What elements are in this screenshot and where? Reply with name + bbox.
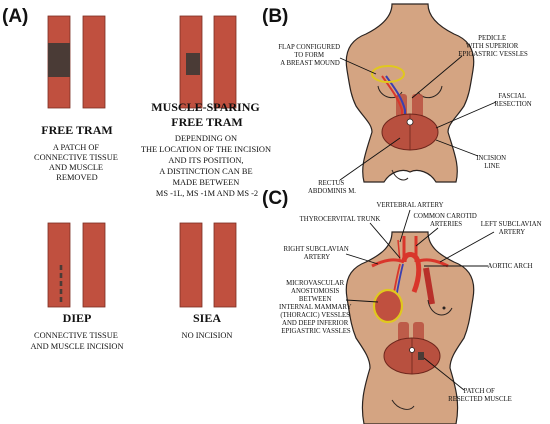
groin-line [391, 169, 409, 181]
rectus-strip-right [213, 15, 237, 109]
removed-patch [48, 43, 70, 77]
label-aortic-arch: AORTIC ARCH [487, 263, 532, 270]
leader-patch [423, 357, 465, 391]
label-patch: PATCH OF RESECTED MUSCLE [448, 388, 512, 403]
leader-vertebral [399, 209, 411, 243]
free-tram-desc: A PATCH OF CONNECTIVE TISSUE AND MUSCLE … [34, 143, 120, 182]
label-pedicle: PEDICLE WITH SUPERIOR EPIGASTRIC VESSLES [458, 35, 528, 58]
panel-c-letter: (C) [262, 188, 288, 209]
torso-silhouette [345, 3, 475, 183]
panel-b-letter: (B) [262, 6, 288, 27]
navel [406, 118, 414, 126]
leader-right-subclavian [345, 253, 379, 265]
leader-flap [339, 57, 377, 75]
leader-fascial [435, 101, 497, 129]
leader-left-subclavian [439, 231, 495, 263]
label-right-subclavian: RIGHT SUBCLAVIAN ARTERY [284, 246, 351, 261]
rectus-strip-right [213, 222, 237, 308]
ms-free-tram-title: MUSCLE-SPARING FREE TRAM [151, 100, 262, 129]
rectus-strip-right [82, 222, 106, 308]
free-tram-title: FREE TRAM [41, 123, 112, 137]
siea-title: SIEA [193, 311, 221, 325]
label-vertebral: VERTEBRAL ARTERY [376, 202, 443, 209]
torso-b [345, 3, 475, 183]
rectus-strip-left [47, 222, 71, 308]
leader-incision [435, 139, 479, 157]
label-microvascular: MICROVASCULAR ANOSTOMOSIS BETWEEN INTERN… [279, 280, 353, 335]
label-fascial: FASCIAL RESECTION [494, 93, 531, 108]
panel-a-letter: (A) [2, 6, 28, 27]
descending-aorta [423, 267, 435, 305]
leader-rectus [339, 137, 401, 181]
groin-line [391, 399, 415, 410]
leader-pedicle [411, 55, 463, 99]
label-thyro: THYROCERVITAL TRUNK [300, 216, 381, 223]
right-subclavian [371, 258, 405, 268]
diep-illustration [47, 222, 106, 308]
nipple [442, 306, 446, 310]
siea-illustration [179, 222, 237, 308]
flap-outline [371, 65, 405, 83]
breast-line-left [427, 299, 453, 316]
vertebral [397, 239, 401, 263]
label-flap: FLAP CONFIGURED TO FORM A BREAST MOUND [278, 44, 342, 67]
diep-title: DIEP [63, 311, 92, 325]
rectus-strip-left [179, 222, 203, 308]
pedicle-vein [385, 75, 406, 124]
aortic-arch-shape [401, 252, 422, 293]
torso-c [345, 231, 475, 424]
free-tram-illustration [47, 15, 106, 109]
ms-free-tram-illustration [179, 15, 237, 109]
leader-thyro [369, 222, 401, 259]
resected-patch [418, 352, 424, 360]
label-carotid: COMMON CAROTID ARTERIES [414, 213, 479, 228]
rectus-strip-right [82, 15, 106, 109]
pedicle-artery [381, 75, 403, 124]
diep-desc: CONNECTIVE TISSUE AND MUSCLE INCISION [30, 331, 123, 351]
leader-microvascular [345, 299, 379, 303]
label-left-subclavian: LEFT SUBCLAVIAN ARTERY [481, 221, 543, 236]
ms-free-tram-desc: DEPENDING ON THE LOCATION OF THE INCISIO… [141, 134, 273, 198]
siea-desc: NO INCISION [182, 331, 233, 340]
label-incision: INCISION LINE [476, 155, 508, 170]
removed-patch [186, 53, 200, 75]
leader-carotid [415, 227, 439, 247]
torso-silhouette [345, 231, 475, 424]
navel [409, 347, 415, 353]
label-rectus: RECTUS ABDOMINIS M. [308, 180, 356, 195]
transplanted-flap [372, 288, 404, 324]
